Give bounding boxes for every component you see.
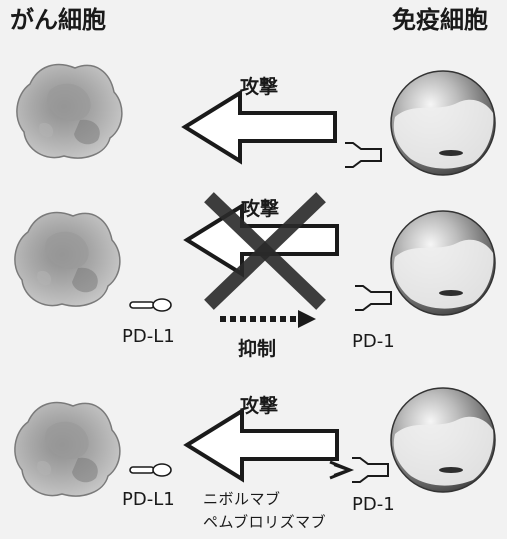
immune-cell-header: 免疫細胞 (392, 6, 488, 34)
inhibit-dotted-arrow (220, 310, 316, 328)
inhibit-label: 抑制 (238, 338, 277, 360)
antibody-bound (329, 460, 355, 480)
cancer-cell-2 (14, 211, 121, 307)
cancer-cell-1 (16, 63, 123, 159)
attack-label-3: 攻撃 (240, 395, 279, 417)
pd-1-label-3: PD-1 (352, 494, 395, 515)
immune-cell-2 (390, 210, 496, 316)
pd-l1-label-3: PD-L1 (122, 489, 175, 510)
blocked-x-mark (204, 192, 326, 310)
cancer-cell-header: がん細胞 (10, 6, 106, 34)
attack-arrow-1 (183, 91, 337, 163)
attack-label-1: 攻撃 (240, 76, 279, 98)
attack-arrow-3 (185, 409, 339, 481)
pd1-receptor-1 (344, 142, 382, 168)
immune-cell-1 (390, 70, 496, 176)
pd-l1-label-2: PD-L1 (122, 326, 175, 347)
drug-name-nivolumab: ニボルマブ (203, 490, 281, 508)
immune-cell-3 (390, 387, 496, 493)
pd1-receptor-3 (351, 457, 389, 483)
pd-l1-ligand-3 (129, 463, 172, 477)
pd-l1-ligand-2 (129, 298, 172, 312)
pd-1-label-2: PD-1 (352, 331, 395, 352)
drug-name-pembrolizumab: ペムブロリズマブ (203, 513, 327, 531)
cancer-cell-3 (14, 401, 121, 497)
pd1-receptor-2 (354, 285, 392, 311)
attack-label-2: 攻撃 (241, 198, 280, 220)
